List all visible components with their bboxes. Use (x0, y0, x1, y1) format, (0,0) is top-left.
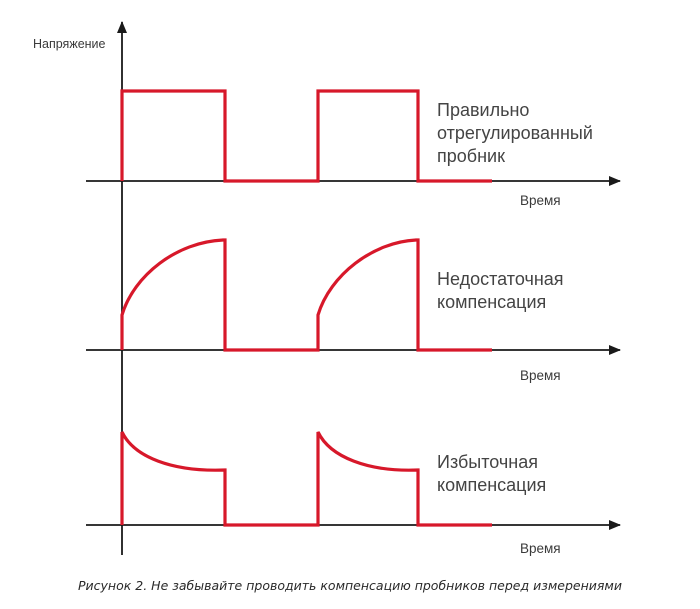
waveform-label-over-line-1: Избыточная (437, 452, 538, 472)
figure-caption: Рисунок 2. Не забывайте проводить компен… (78, 578, 622, 593)
waveform-correct (120, 89, 492, 183)
waveform-under-compensation (120, 238, 492, 352)
waveform-label-correct-line-1: Правильно (437, 100, 529, 120)
waveform-label-over-line-2: компенсация (437, 475, 546, 495)
panel-correct: Правильно отрегулированный пробник Время (86, 89, 621, 208)
waveform-label-under-line-2: компенсация (437, 292, 546, 312)
waveform-label-correct-line-2: отрегулированный (437, 123, 593, 143)
waveform-label-over: Избыточная компенсация (437, 452, 546, 495)
waveform-label-under-line-1: Недостаточная (437, 269, 564, 289)
time-axis-label-2: Время (520, 368, 561, 383)
time-axis-label-3: Время (520, 541, 561, 556)
waveform-label-correct-line-3: пробник (437, 146, 505, 166)
panel-over-compensation: Избыточная компенсация Время (86, 431, 621, 556)
waveform-label-correct: Правильно отрегулированный пробник (437, 100, 598, 166)
waveform-label-under: Недостаточная компенсация (437, 269, 569, 312)
waveform-over-compensation (120, 431, 492, 527)
voltage-axis-label: Напряжение (33, 37, 106, 51)
panel-under-compensation: Недостаточная компенсация Время (86, 238, 621, 383)
time-axis-label-1: Время (520, 193, 561, 208)
